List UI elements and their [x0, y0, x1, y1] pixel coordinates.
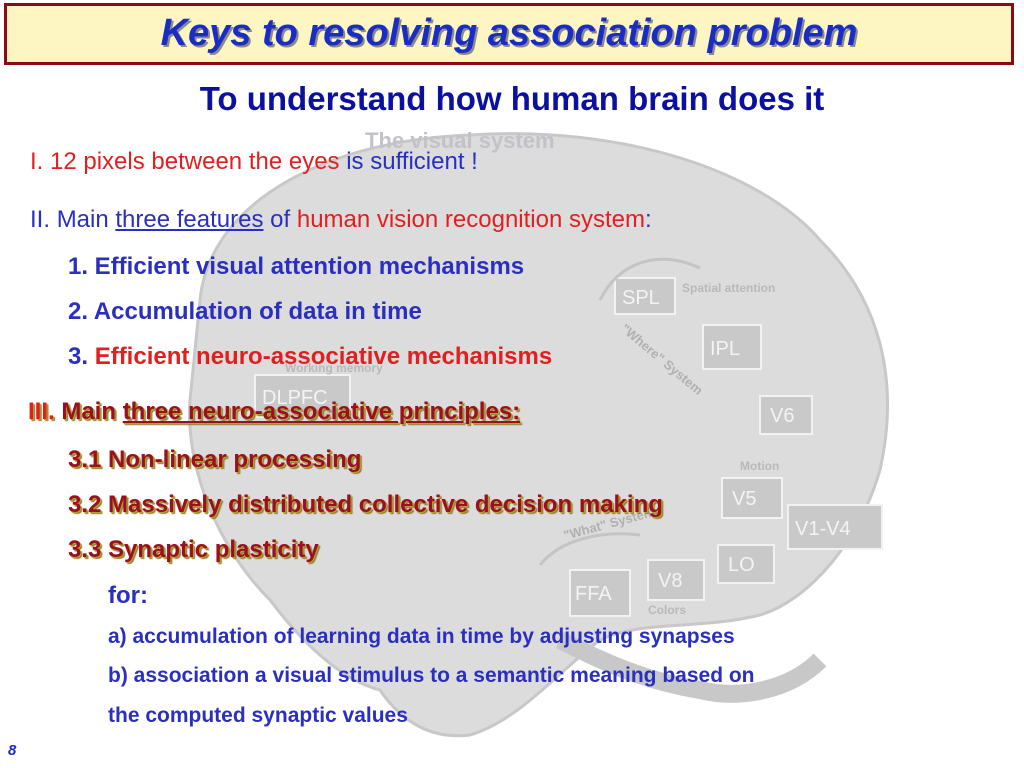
label-ipl: IPL [710, 338, 740, 360]
brain-outline [188, 132, 889, 738]
point-iii-text-a: Main [61, 398, 117, 425]
point-ii: II. Main three features of human vision … [30, 206, 652, 234]
point-ii-text-d: human vision recognition system [296, 206, 646, 233]
label-lo: LO [728, 554, 755, 576]
arrow-what [538, 532, 641, 566]
for-label: for: [108, 582, 148, 609]
item-b-line2: the computed synaptic values [108, 704, 408, 727]
label-v6: V6 [770, 405, 794, 427]
page-number: 8 [8, 742, 17, 759]
point-iii-number: III. [28, 398, 55, 425]
label-spl-note: Spatial attention [682, 281, 775, 295]
point-ii-number: II. [30, 206, 51, 233]
label-visual-system: The visual system [365, 128, 555, 153]
point-ii-text-e: : [645, 206, 652, 233]
label-dlpfc: DLPFC [262, 387, 328, 409]
feature-1: 1. Efficient visual attention mechanisms [68, 253, 525, 280]
feature-3: 3. Efficient neuro-associative mechanism… [68, 343, 552, 371]
label-memory: Working memory [285, 361, 383, 375]
slide-subtitle: To understand how human brain does it [199, 80, 825, 117]
principle-3-3: 3.3 Synaptic plasticity [68, 536, 319, 563]
feature-2: 2. Accumulation of data in time [68, 298, 422, 325]
point-i: I. 12 pixels between the eyes is suffici… [30, 148, 478, 176]
area-ffa [569, 569, 631, 617]
label-v1v4: V1-V4 [795, 518, 851, 540]
arrow-where [598, 257, 701, 301]
area-spl [614, 277, 676, 315]
area-lo [717, 544, 775, 584]
label-spl: SPL [622, 287, 660, 309]
title-box: Keys to resolving association problem [4, 3, 1014, 65]
point-iii: III. Main three neuro-associative princi… [28, 398, 520, 426]
area-v1v4 [787, 504, 883, 550]
area-ipl [702, 324, 762, 370]
feature-3-number: 3. [68, 343, 89, 370]
point-iii-text-b: three neuro-associative principles: [122, 398, 521, 425]
item-b-line1: b) association a visual stimulus to a se… [108, 664, 755, 687]
label-v8: V8 [658, 570, 682, 592]
point-i-text-a: 12 pixels between the eyes [50, 148, 340, 175]
feature-3-text: Efficient neuro-associative mechanisms [94, 343, 553, 370]
area-v8 [647, 559, 705, 601]
area-dlpfc [254, 374, 351, 418]
slide-title: Keys to resolving association problem [160, 12, 858, 54]
area-v6 [759, 395, 813, 435]
label-v5: V5 [732, 488, 756, 510]
label-motion: Motion [740, 459, 779, 473]
brain-stem [555, 631, 827, 703]
label-ffa: FFA [575, 583, 612, 605]
point-ii-text-c: of [270, 206, 291, 233]
point-i-text-b: is sufficient ! [346, 148, 478, 175]
point-ii-text-a: Main [56, 206, 109, 233]
point-ii-text-b: three features [115, 206, 264, 233]
principle-3-1: 3.1 Non-linear processing [68, 446, 362, 473]
point-i-number: I. [30, 148, 44, 175]
area-v5 [721, 477, 783, 519]
principle-3-2: 3.2 Massively distributed collective dec… [68, 491, 663, 518]
item-a: a) accumulation of learning data in time… [108, 625, 735, 648]
label-colors: Colors [648, 603, 686, 617]
